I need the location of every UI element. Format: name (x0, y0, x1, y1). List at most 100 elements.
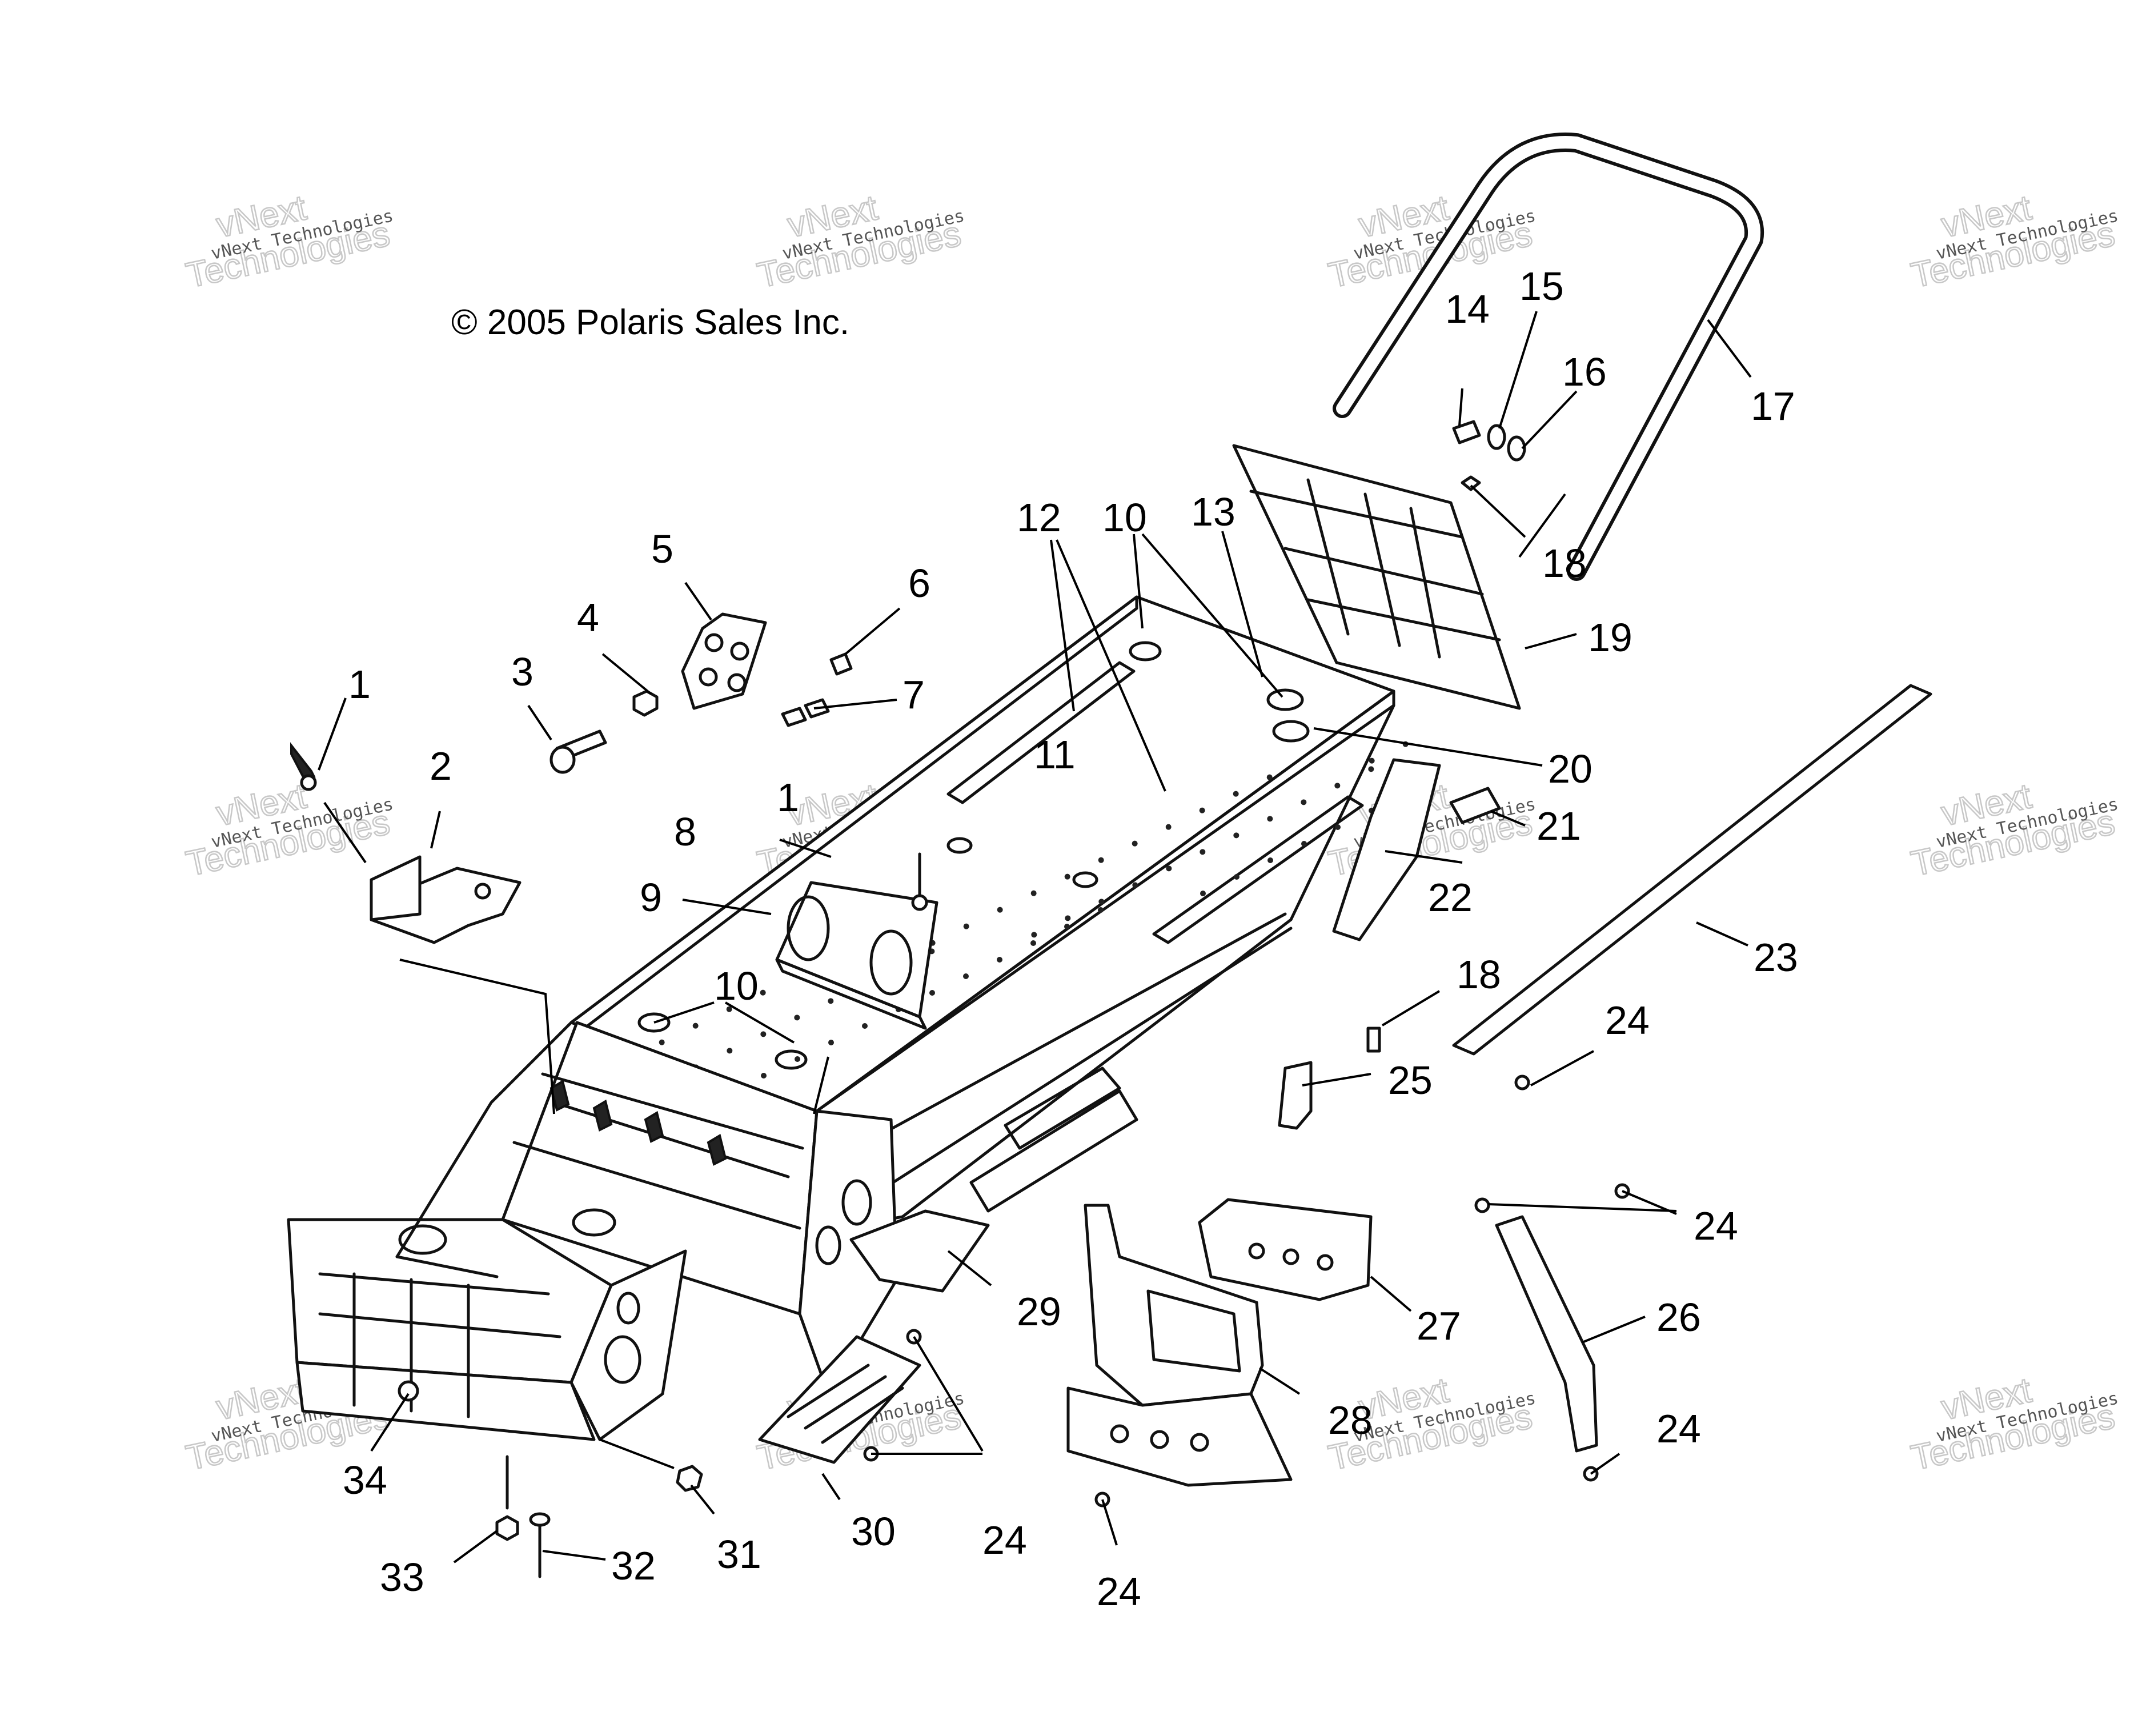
callout-1: 1 (777, 775, 799, 820)
callout-4: 4 (577, 595, 599, 640)
rivet-dot (1301, 841, 1307, 847)
rivet-dot (1200, 891, 1206, 896)
rivet-dot (1199, 807, 1205, 813)
rivet-dot (1165, 824, 1172, 830)
callout-24: 24 (1097, 1569, 1141, 1614)
rivet-dot (1031, 932, 1037, 938)
callout-labels: 1 1 2 3 4 5 6 7 8 9 10 10 11 12 13 14 15… (343, 264, 1798, 1614)
rivet-dot (1267, 816, 1273, 822)
rivet-dot (828, 1040, 834, 1045)
part-28-panel (1066, 1204, 1293, 1487)
callout-24: 24 (1694, 1204, 1738, 1248)
rivet-dot (760, 1031, 767, 1037)
callout-18: 18 (1542, 541, 1587, 586)
rivet-dot (828, 998, 834, 1004)
rivet-dot (760, 989, 766, 996)
callout-6: 6 (908, 561, 930, 606)
rivet-dot (794, 1015, 800, 1021)
rivet-dot (1234, 874, 1240, 880)
rivet-dot (1065, 915, 1071, 921)
part-22-plate (1332, 758, 1501, 941)
rivet-dot (659, 1039, 665, 1045)
rivet-dot (963, 973, 969, 979)
rivet-dot (1335, 824, 1341, 830)
rivet-dot (1301, 799, 1307, 805)
rivet-dot (1098, 857, 1104, 863)
rivet-dot (1233, 791, 1239, 797)
callout-27: 27 (1417, 1304, 1461, 1348)
rivet-dot (1030, 940, 1036, 946)
callout-14: 14 (1445, 287, 1490, 331)
callout-32: 32 (611, 1543, 656, 1588)
part-23-rail (1452, 684, 1932, 1056)
callout-34: 34 (343, 1458, 387, 1502)
callout-33: 33 (380, 1555, 424, 1599)
rivet-dot (997, 907, 1003, 913)
rivet-dot (929, 990, 935, 996)
callout-29: 29 (1017, 1289, 1061, 1334)
rivet-dot (1334, 783, 1341, 789)
callout-25: 25 (1388, 1058, 1433, 1102)
rivet-dot (727, 1048, 733, 1054)
chassis-tunnel (287, 595, 1409, 1441)
callout-15: 15 (1519, 264, 1564, 308)
rivet-dot (1098, 899, 1105, 905)
part-2-bracket (370, 855, 522, 944)
rivet-dot (1064, 873, 1070, 880)
rivet-dot (1369, 757, 1375, 764)
rivet-dot (692, 1023, 699, 1029)
leader-lines (318, 311, 1752, 1563)
copyright-text: © 2005 Polaris Sales Inc. (451, 303, 849, 342)
rivet-dot (795, 1056, 800, 1062)
callout-26: 26 (1656, 1295, 1701, 1340)
part-25-block (1278, 1061, 1313, 1130)
callout-16: 16 (1562, 350, 1607, 394)
callout-12: 12 (1017, 495, 1061, 540)
callout-2: 2 (430, 744, 452, 788)
callout-10: 10 (1102, 495, 1147, 540)
part-27-bracket (1198, 1198, 1373, 1301)
rivet-dot (1266, 774, 1273, 780)
callout-22: 22 (1428, 875, 1473, 920)
callout-11: 11 (1034, 732, 1076, 777)
callout-3: 3 (511, 650, 534, 694)
callout-24: 24 (1656, 1406, 1701, 1451)
rivet-dot (1368, 766, 1374, 772)
callout-13: 13 (1191, 490, 1236, 534)
callout-5: 5 (651, 527, 673, 571)
rivet-dot (1132, 882, 1138, 888)
callout-1: 1 (348, 662, 371, 707)
rivet-dot (761, 1073, 767, 1079)
callout-9: 9 (640, 875, 662, 920)
callout-8: 8 (674, 809, 696, 854)
rivet-dot (1132, 840, 1138, 847)
callout-10: 10 (714, 964, 759, 1008)
part-9-cover (775, 881, 938, 1030)
part-30-plate (758, 1335, 921, 1464)
rivet-dot (1098, 907, 1104, 913)
rivet-dot (1233, 832, 1240, 839)
part-26-strap (1495, 1215, 1598, 1453)
rivet-dot (1030, 890, 1037, 896)
rivet-dot (1166, 865, 1172, 872)
part-17-bumper (1333, 133, 1764, 581)
rivet-dot (726, 1006, 732, 1012)
callout-24: 24 (982, 1518, 1027, 1562)
rivet-dot (963, 923, 969, 929)
callout-18: 18 (1457, 952, 1501, 997)
callout-7: 7 (902, 672, 925, 717)
callout-30: 30 (851, 1509, 896, 1554)
callout-23: 23 (1754, 935, 1798, 980)
callout-17: 17 (1751, 384, 1795, 428)
callout-21: 21 (1537, 804, 1581, 848)
rivet-dot (1064, 924, 1070, 929)
callout-31: 31 (717, 1532, 761, 1577)
callout-24: 24 (1605, 998, 1650, 1043)
part-19-flap (1232, 444, 1521, 710)
